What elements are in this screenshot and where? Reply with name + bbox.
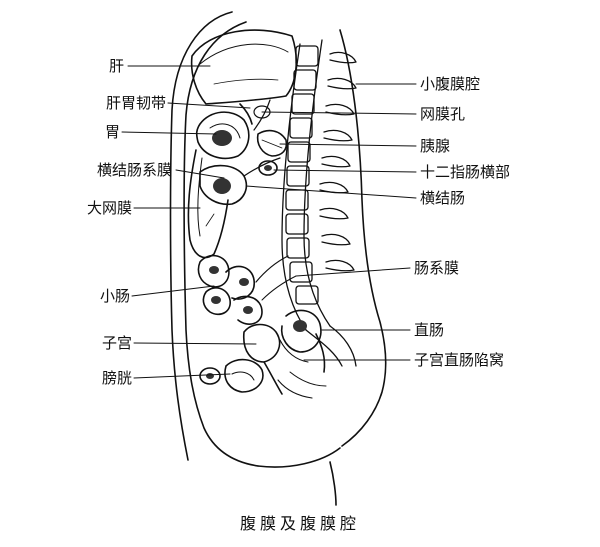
- label-uterus: 子宫: [101, 334, 132, 352]
- label-lesser-sac: 小腹膜腔: [420, 75, 481, 93]
- abdominal-wall: [169, 11, 341, 506]
- leader-lines: [121, 65, 417, 379]
- sacrum: [305, 325, 357, 367]
- label-liver: 肝: [108, 57, 124, 75]
- label-omental-foramen: 网膜孔: [420, 105, 466, 123]
- label-hepatogastric-ligament: 肝胃韧带: [105, 94, 166, 112]
- mesentery: [255, 255, 297, 301]
- back-outline: [339, 29, 387, 447]
- spinous-processes: [319, 51, 357, 272]
- stomach: [195, 111, 250, 160]
- liver: [190, 29, 298, 105]
- label-transverse-mesocolon: 横结肠系膜: [96, 161, 172, 179]
- rectum: [280, 309, 326, 373]
- duodenum-horizontal-part: [258, 160, 278, 176]
- lesser-omentum: [239, 99, 271, 131]
- small-intestine: [197, 254, 263, 325]
- vertebrae: [285, 45, 319, 305]
- label-bladder: 膀胱: [101, 369, 132, 387]
- bladder: [224, 358, 264, 393]
- rectouterine-pouch: [279, 339, 309, 363]
- label-transverse-colon: 横结肠: [420, 189, 466, 207]
- label-mesentery: 肠系膜: [414, 259, 460, 277]
- figure-caption: 腹膜及腹膜腔: [239, 514, 360, 533]
- perineum: [277, 371, 327, 399]
- vertebral-column: [281, 39, 357, 331]
- label-greater-omentum: 大网膜: [86, 199, 132, 217]
- label-rectouterine-pouch: 子宫直肠陷窝: [414, 351, 505, 369]
- uterus: [242, 323, 283, 395]
- label-pancreas: 胰腺: [420, 137, 451, 155]
- transverse-colon: [199, 157, 281, 206]
- label-stomach: 胃: [104, 123, 120, 141]
- pancreas: [256, 129, 288, 157]
- greater-omentum: [187, 149, 229, 259]
- pubic-bone: [199, 367, 221, 385]
- label-duodenum-horizontal: 十二指肠横部: [420, 163, 511, 181]
- label-small-intestine: 小肠: [99, 287, 130, 305]
- label-rectum: 直肠: [414, 321, 445, 339]
